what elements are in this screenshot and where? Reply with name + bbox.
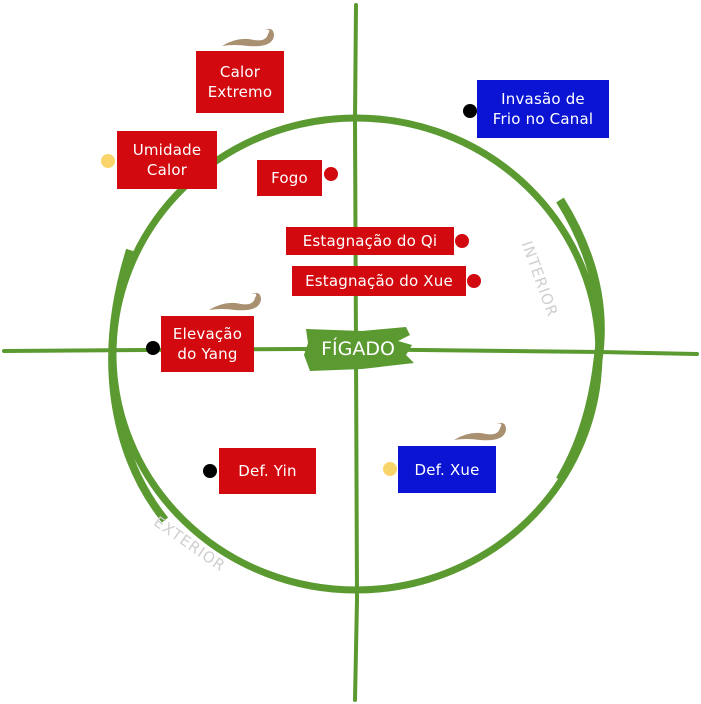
wind-icon xyxy=(454,422,506,441)
node-label: Invasão de xyxy=(501,90,585,108)
node-label: Extremo xyxy=(207,83,273,101)
node-label: Frio no Canal xyxy=(492,110,594,128)
wind-icon xyxy=(222,28,274,47)
node-label: Estagnação do Xue xyxy=(305,272,453,290)
circle-ring-thick-right xyxy=(556,197,605,483)
node-elevacao-yang[interactable]: Elevação do Yang xyxy=(161,316,254,372)
node-umidade-calor[interactable]: Umidade Calor xyxy=(117,131,217,189)
center-node[interactable]: FÍGADO xyxy=(304,326,414,372)
center-brush-bg xyxy=(304,327,414,371)
node-label: do Yang xyxy=(177,345,238,363)
red-dot xyxy=(467,274,481,288)
black-dot xyxy=(463,104,477,118)
node-def-xue[interactable]: Def. Xue xyxy=(398,446,496,493)
black-dot xyxy=(146,341,160,355)
node-estagnacao-qi[interactable]: Estagnação do Qi xyxy=(286,227,454,255)
node-label: Def. Yin xyxy=(238,462,297,480)
node-label: Fogo xyxy=(271,169,308,187)
node-label: Estagnação do Qi xyxy=(302,232,438,250)
node-label: Umidade xyxy=(132,141,202,159)
node-fogo[interactable]: Fogo xyxy=(257,160,322,196)
center-label: FÍGADO xyxy=(321,338,395,360)
node-label: Calor xyxy=(219,63,261,81)
node-label: Def. Xue xyxy=(414,460,480,479)
black-dot xyxy=(203,464,217,478)
node-label: Calor xyxy=(146,161,188,179)
yellow-dot xyxy=(101,154,115,168)
circle-ring-thick-left xyxy=(108,248,169,523)
yellow-dot xyxy=(383,462,397,476)
red-dot xyxy=(324,167,338,181)
node-calor-extremo[interactable]: Calor Extremo xyxy=(196,51,284,113)
node-invasao-frio[interactable]: Invasão de Frio no Canal xyxy=(477,80,609,138)
node-label: Elevação xyxy=(172,325,243,343)
red-dot xyxy=(455,234,469,248)
node-def-yin[interactable]: Def. Yin xyxy=(219,448,316,494)
node-estagnacao-xue[interactable]: Estagnação do Xue xyxy=(292,266,466,296)
wind-icon xyxy=(209,292,261,311)
